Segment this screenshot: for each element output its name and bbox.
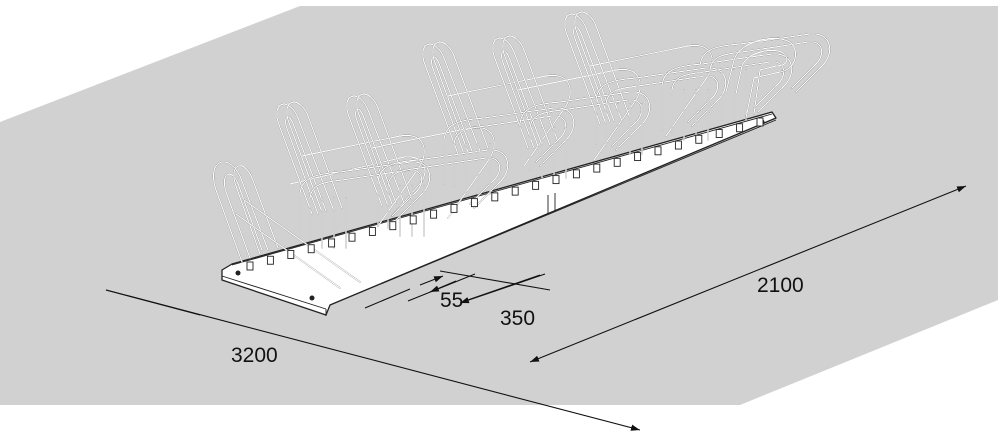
dimension-label-length: 3200 [231,344,278,367]
dimension-label-width: 2100 [757,274,804,297]
dimension-label-spacing: 350 [500,307,535,330]
holder-high-3 [422,41,571,167]
holder-high-4 [492,35,641,161]
base-ribs [246,117,764,271]
holder-high-5 [564,11,713,137]
holder-low-8 [699,33,831,121]
holder-low-7 [661,53,793,141]
dimension-label-gap: 55 [440,289,463,312]
floor-lower-band [0,405,998,438]
dimension-lines [105,185,967,431]
holder-high-1 [276,101,425,227]
holder-low-6 [595,67,727,155]
holder-end [725,37,797,119]
holder-low-3 [377,149,509,237]
holder-low-5 [519,91,651,179]
holder-low-4 [443,107,575,195]
bike-holders [212,11,831,289]
